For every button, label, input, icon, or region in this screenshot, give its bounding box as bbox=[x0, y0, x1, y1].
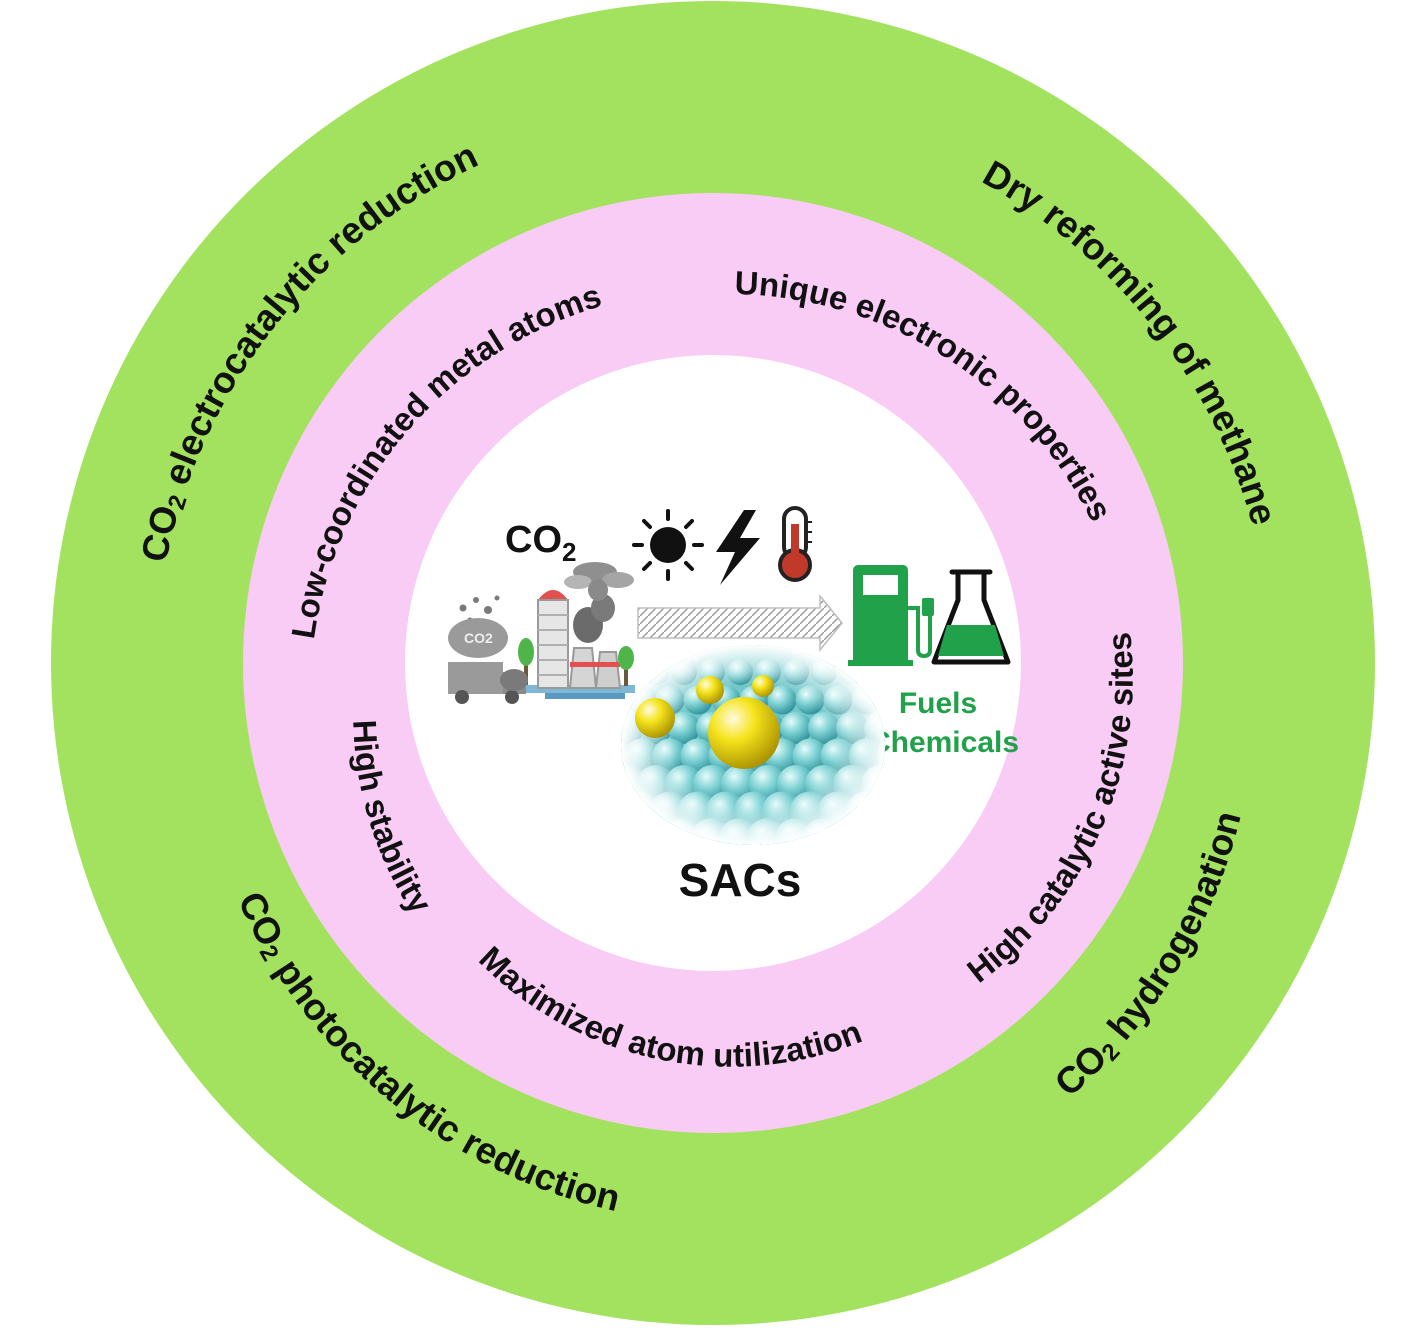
flask-icon bbox=[931, 569, 1011, 665]
metal-atom bbox=[696, 676, 724, 704]
lightning-icon bbox=[716, 510, 760, 585]
metal-atom bbox=[708, 697, 780, 769]
svg-text:CO2: CO2 bbox=[464, 630, 493, 646]
truck-icon: CO2 bbox=[448, 595, 528, 704]
metal-atom bbox=[635, 698, 675, 738]
co2-label: CO2 bbox=[505, 519, 576, 567]
sacs-label: SACs bbox=[679, 854, 802, 906]
factory-icon bbox=[518, 562, 635, 699]
fuel-pump-icon bbox=[848, 565, 934, 666]
arrow-icon bbox=[637, 593, 843, 653]
thermometer-icon bbox=[778, 506, 812, 582]
product-chemicals-label: Chemicals bbox=[869, 726, 1019, 759]
metal-atom bbox=[752, 675, 774, 697]
product-fuels-label: Fuels bbox=[899, 687, 977, 720]
sun-icon bbox=[632, 509, 704, 581]
